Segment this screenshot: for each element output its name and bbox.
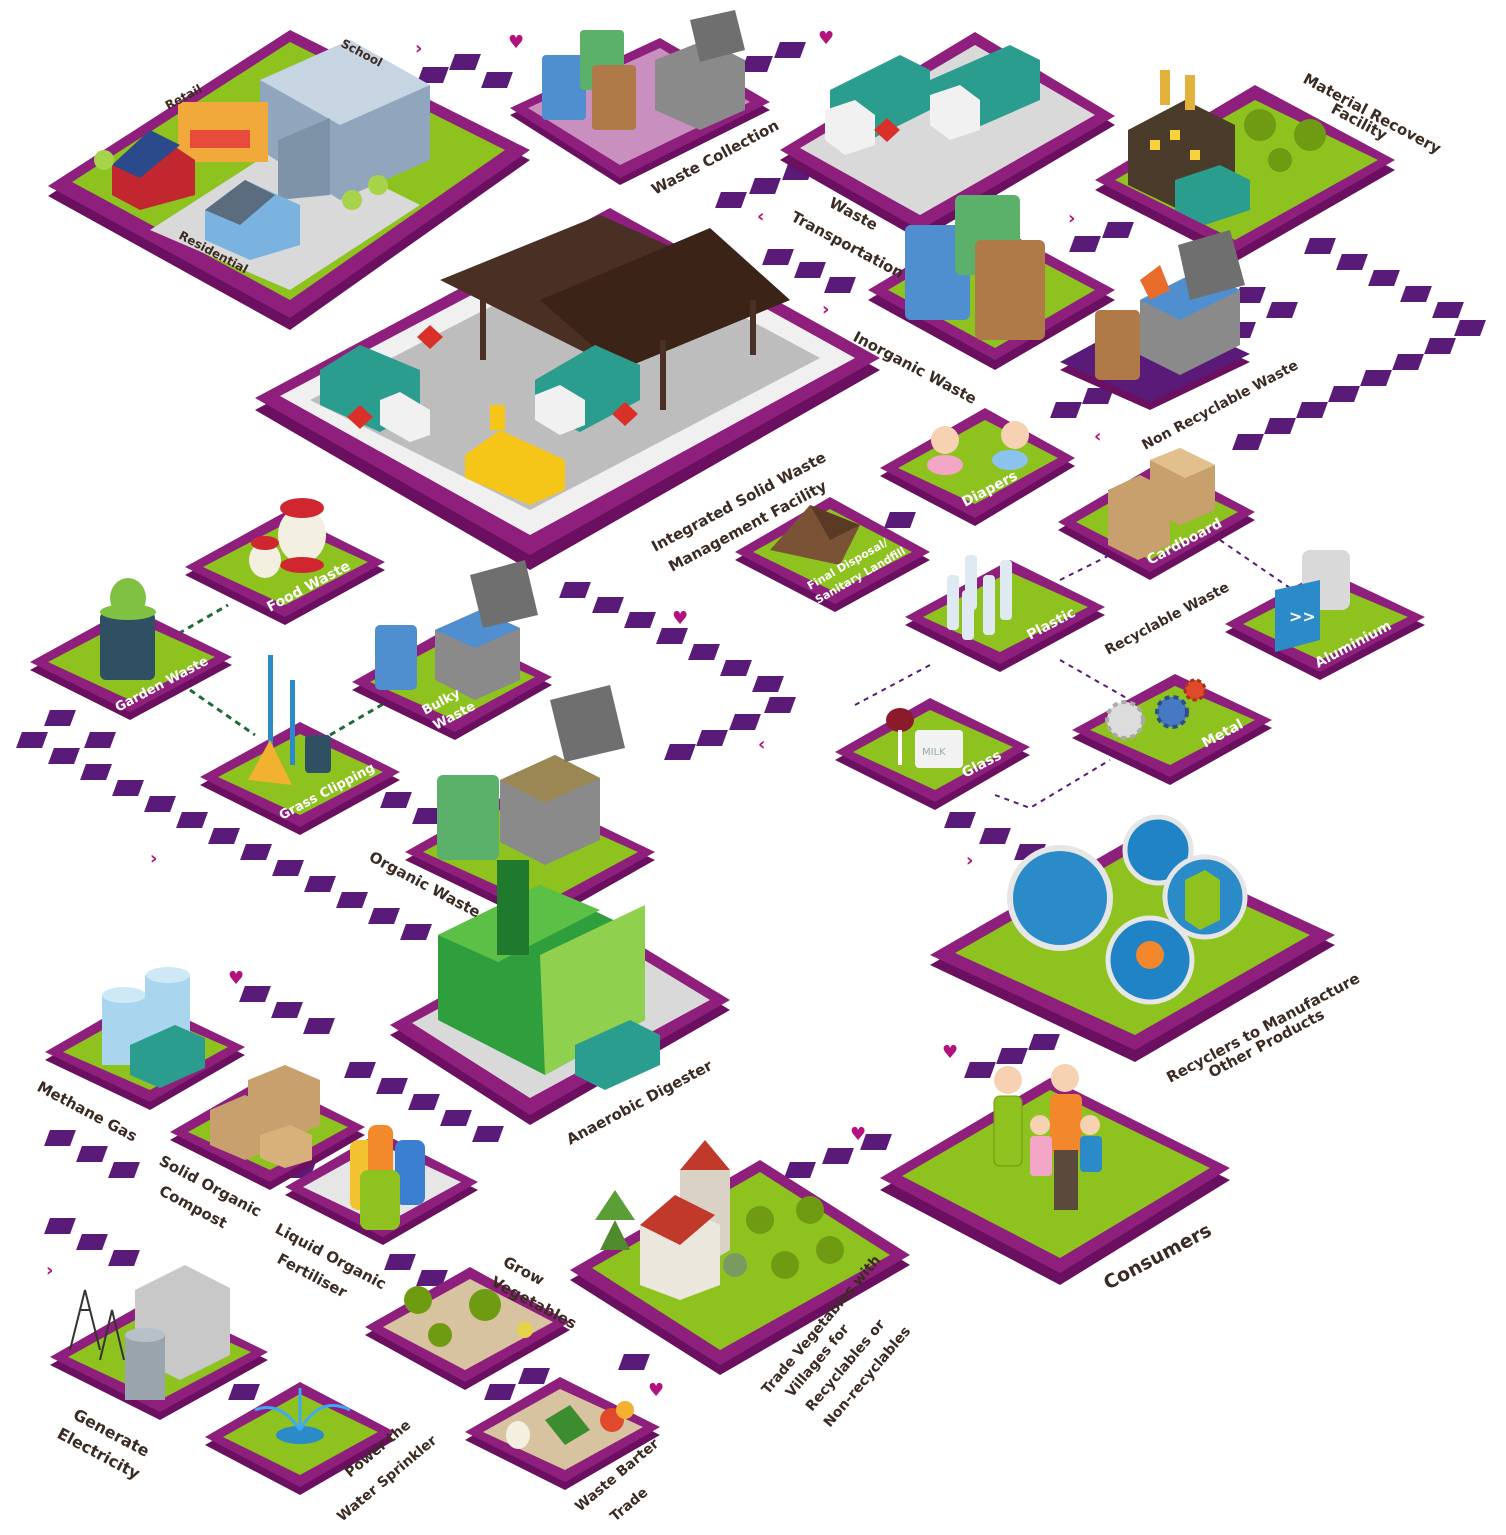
heart-icon: ♥ xyxy=(228,968,244,989)
tile-inorganic-waste xyxy=(868,195,1115,370)
tile-final-disposal xyxy=(735,497,930,612)
arrow-left-icon: ‹ xyxy=(758,734,765,755)
heart-icon: ♥ xyxy=(850,1124,866,1145)
arrow-right-icon: › xyxy=(150,848,157,869)
tile-glass: MILK xyxy=(835,698,1030,810)
tile-water-sprinkler xyxy=(205,1382,395,1495)
tile-organic-waste xyxy=(405,685,655,925)
tile-material-recovery xyxy=(1095,70,1395,262)
tile-garden-waste xyxy=(30,578,232,720)
tile-town xyxy=(48,30,530,330)
tile-trade-village xyxy=(570,1140,910,1375)
tile-consumers xyxy=(880,1064,1230,1285)
arrow-right-icon: › xyxy=(46,1260,53,1281)
arrow-right-icon: › xyxy=(822,299,829,320)
tile-grass-clipping xyxy=(200,655,400,835)
tile-solid-compost xyxy=(170,1065,365,1190)
arrow-left-icon: ‹ xyxy=(1094,426,1101,447)
heart-icon: ♥ xyxy=(508,32,524,53)
tile-grow-vegetables xyxy=(365,1267,570,1390)
tile-waste-barter xyxy=(465,1377,660,1490)
heart-icon: ♥ xyxy=(942,1042,958,1063)
tile-aluminium: >> xyxy=(1225,550,1425,680)
tile-plastic xyxy=(905,555,1105,672)
tile-waste-transportation xyxy=(780,32,1115,240)
tile-liquid-fertiliser xyxy=(285,1125,478,1245)
tile-food-waste xyxy=(185,498,385,625)
svg-text:>>: >> xyxy=(1289,607,1316,626)
tile-bulky-waste xyxy=(352,560,552,740)
recyclable-waste-label: Recyclable Waste xyxy=(1102,579,1232,658)
arrow-right-icon: › xyxy=(1068,208,1075,229)
milk-label: MILK xyxy=(922,747,946,758)
tile-iswm-facility xyxy=(255,208,880,570)
tile-cardboard xyxy=(1058,448,1255,580)
heart-icon: ♥ xyxy=(672,608,688,629)
tile-generate-electricity xyxy=(50,1265,268,1420)
heart-icon: ♥ xyxy=(648,1380,664,1401)
tile-diapers xyxy=(880,408,1075,526)
waste-barter-label-2: Trade xyxy=(607,1485,651,1525)
tile-metal xyxy=(1072,674,1272,785)
tile-non-recyclable xyxy=(1060,230,1250,410)
tile-waste-collection xyxy=(510,10,770,185)
tile-anaerobic-digester xyxy=(390,860,730,1125)
arrow-right-icon: › xyxy=(966,850,973,871)
flow-markers: › ♥ ♥ › ‹ › ‹ ♥ ‹ › › ♥ ♥ ♥ › ♥ xyxy=(46,28,1101,1401)
tile-recyclers xyxy=(930,814,1335,1062)
arrow-left-icon: ‹ xyxy=(757,206,764,227)
heart-icon: ♥ xyxy=(818,28,834,49)
arrow-right-icon: › xyxy=(415,38,422,59)
tile-methane-gas xyxy=(45,967,245,1110)
